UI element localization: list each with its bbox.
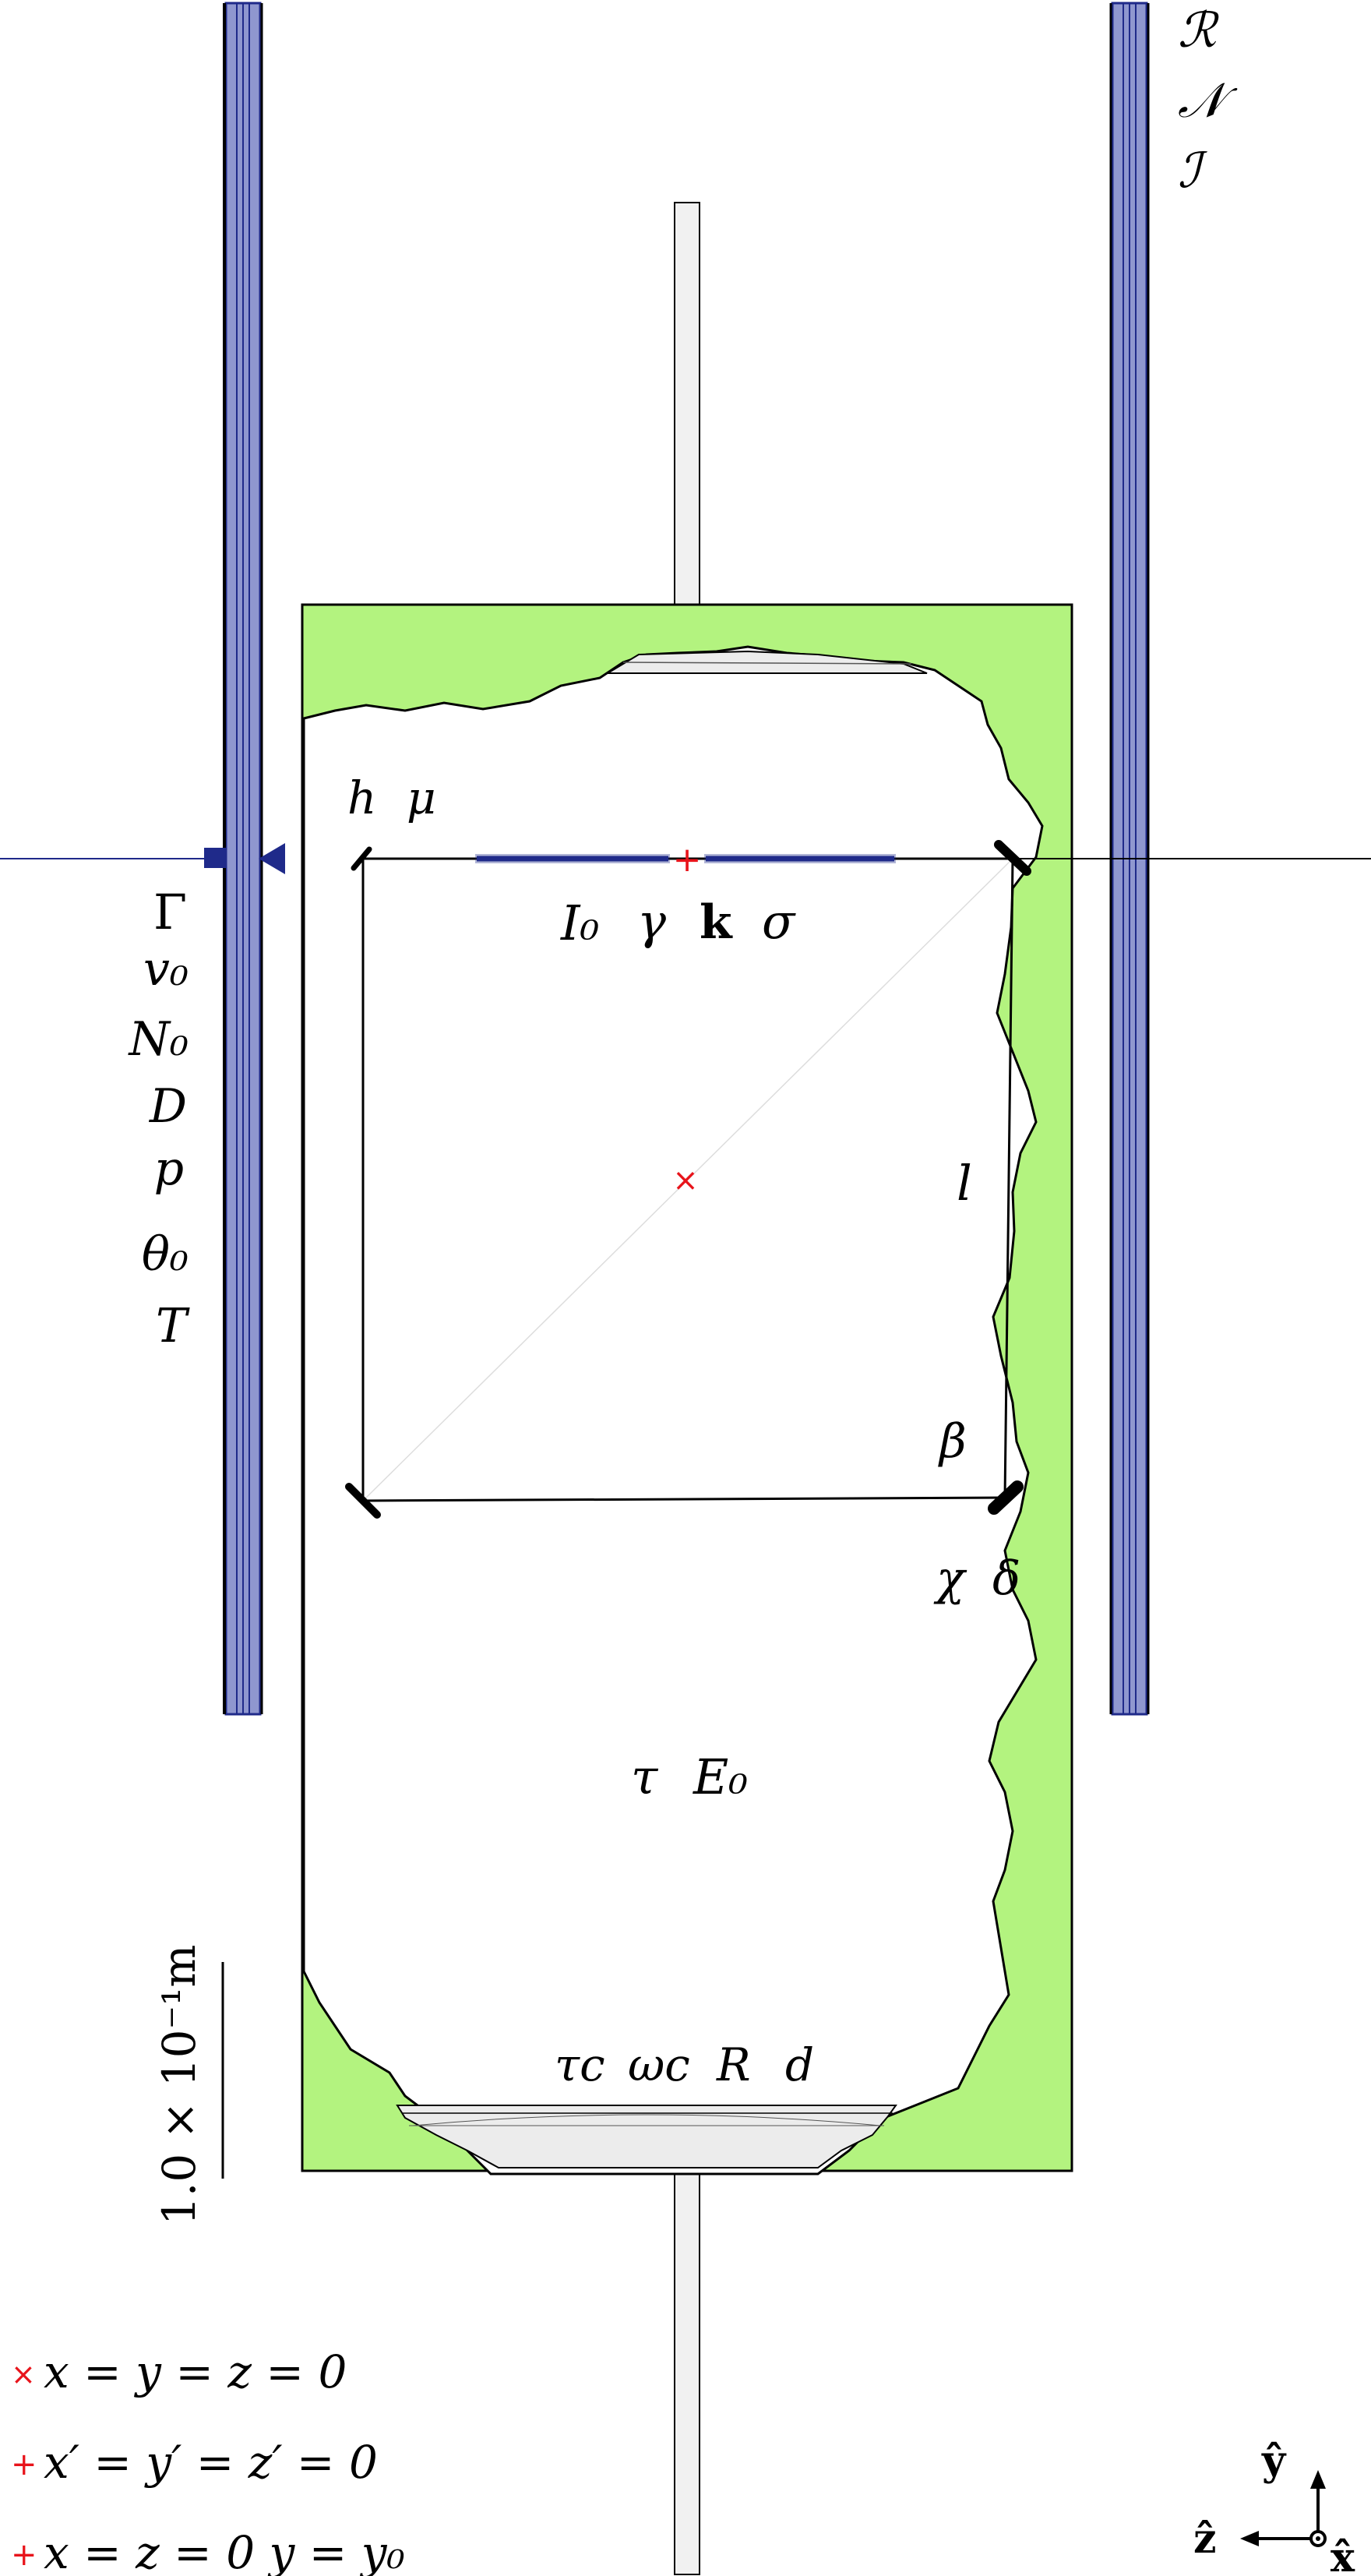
label-N0: N₀ [127,1012,189,1067]
scale-bar-label: 1.0 × 10⁻¹m [153,1945,206,2225]
label-beta: β [938,1414,967,1469]
label-N: 𝒩 [1178,72,1238,129]
label-h: h [347,771,376,824]
bottom-row-labels: τc ωc R d [555,2038,814,2091]
mirror-bottom-right [988,1480,1024,1515]
label-Gamma: Γ [153,884,187,940]
top-rod [674,202,700,605]
label-tau: τ [631,1749,659,1805]
label-R-small: R [716,2038,751,2091]
left-column-labels: Γ v₀ N₀ D p θ₀ T [127,884,190,1353]
left-rail [223,2,263,1716]
legend-text-primed-origin: x′ = y′ = z′ = 0 [44,2436,378,2489]
legend-text-y0: x = z = 0 y = y₀ [44,2526,405,2576]
legend: × x = y = z = 0 + x′ = y′ = z′ = 0 + x =… [11,2345,405,2576]
mirror-top-right [994,840,1031,876]
bottom-rod [674,2150,700,2575]
label-theta0: θ₀ [142,1227,189,1282]
label-R: ℛ [1178,2,1220,58]
mirror-top-left [351,846,372,871]
label-l: l [957,1155,972,1212]
label-omega-c: ωc [628,2038,690,2091]
axis-label-z: ẑ [1193,2515,1217,2563]
label-sigma: σ [762,893,796,950]
label-k: k [700,895,733,950]
cavity-path [361,857,1014,1502]
bottom-end-cap [396,2105,897,2168]
legend-plus-marker-icon-2: + [11,2537,37,2573]
label-d: d [785,2038,814,2091]
emitter-block [204,848,226,868]
label-tau-c: τc [555,2038,605,2091]
label-mu: μ [407,771,436,824]
label-D: D [149,1079,187,1134]
cross-marker-icon: × [672,1163,699,1198]
legend-text-origin: x = y = z = 0 [44,2345,347,2398]
legend-plus-marker-icon: + [11,2447,37,2482]
label-chi: χ [933,1551,967,1606]
legend-cross-marker-icon: × [11,2357,36,2391]
top-end-cap [604,650,928,674]
axis-triad-icon: ŷ ẑ x̂ [1193,2437,1355,2576]
mirror-icon [345,840,1031,1519]
label-I: ℐ [1178,142,1208,199]
cavity-diagonal [362,858,1013,1501]
label-gamma: γ [637,893,667,950]
laser-emitter-icon [259,843,285,874]
beam-row-labels: I₀ γ k σ [560,893,796,951]
label-I0: I₀ [560,895,599,951]
top-right-labels: ℛ 𝒩 ℐ [1178,2,1238,199]
plus-marker-icon: + [673,840,702,880]
mirror-bottom-left [345,1483,381,1519]
label-T: T [156,1299,190,1353]
axis-label-x: x̂ [1330,2534,1355,2576]
label-delta: δ [992,1551,1020,1606]
label-p: p [154,1142,184,1196]
beam-segments [475,854,896,863]
label-E0: E₀ [693,1749,748,1805]
label-v0: v₀ [143,942,189,997]
axis-label-y: ŷ [1261,2437,1287,2485]
